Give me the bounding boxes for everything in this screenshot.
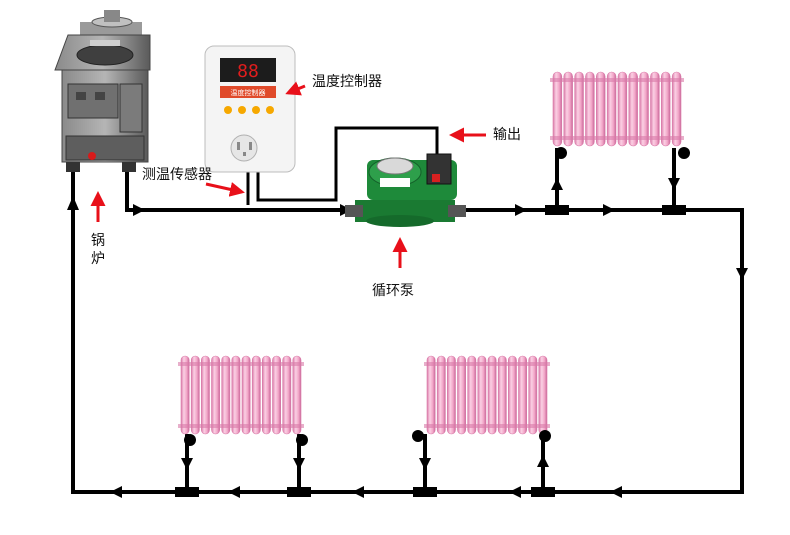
control-wiring: [246, 126, 439, 205]
tee-fitting: [545, 205, 569, 215]
radiator-fin: [497, 355, 507, 435]
radiator-header-top: [550, 78, 684, 82]
radiator-header-top: [178, 362, 304, 366]
label-output: 输出: [493, 127, 521, 143]
controller-output-wire: [256, 126, 439, 202]
callout-arrow-sensor: [205, 182, 245, 197]
label-controller: 温度控制器: [312, 74, 382, 90]
radiator-fin: [190, 355, 200, 435]
radiator-fin: [436, 355, 446, 435]
valve-icon: [678, 147, 690, 159]
radiator-fin: [292, 355, 302, 435]
radiator-fin: [650, 71, 660, 147]
controller-button: [238, 106, 246, 114]
radiator-fin: [487, 355, 497, 435]
radiator-fin: [180, 355, 190, 435]
flow-arrow-left: [610, 486, 622, 498]
temperature-controller-icon: 88 温度控制器: [204, 45, 296, 173]
controller-button: [266, 106, 274, 114]
radiator-fin: [617, 71, 628, 147]
flow-arrow-right: [515, 204, 527, 216]
radiator-header-bottom: [424, 424, 550, 428]
controller-strip-text: 温度控制器: [231, 88, 266, 97]
radiator-fin: [457, 355, 466, 435]
tee-fitting: [662, 205, 686, 215]
radiator-fin: [639, 71, 649, 147]
controller-button: [224, 106, 232, 114]
controller-lcd-reading: 88: [237, 61, 259, 82]
controller-button: [252, 106, 260, 114]
radiator-fin: [272, 355, 281, 435]
radiator-fin: [507, 355, 517, 435]
tee-fitting: [175, 487, 199, 497]
flow-arrows: [67, 178, 748, 498]
circulation-pump-icon: [345, 153, 466, 227]
callout-arrow-controller: [285, 81, 306, 96]
flow-arrow-right: [133, 204, 145, 216]
label-boiler: 锅炉: [91, 233, 105, 267]
radiator-fin: [628, 71, 638, 147]
radiator-fin: [671, 71, 682, 147]
valve-icon: [539, 430, 551, 442]
radiator-fin: [528, 355, 538, 435]
tee-fitting: [531, 487, 555, 497]
flow-arrow-left: [228, 486, 240, 498]
radiator-header-bottom: [178, 424, 304, 428]
controller-socket-icon: [230, 134, 258, 162]
label-sensor: 测温传感器: [142, 167, 212, 183]
radiator-header-top: [424, 362, 550, 366]
tee-fitting: [413, 487, 437, 497]
callout-arrows: [90, 81, 486, 268]
radiator-fin: [574, 71, 584, 147]
tee-fitting: [287, 487, 311, 497]
radiator-valves: [184, 147, 690, 446]
radiator-fin: [231, 355, 241, 435]
radiator-fin: [477, 355, 487, 435]
pipe-fittings: [175, 205, 686, 497]
radiator-fin: [585, 71, 595, 147]
radiator-fin: [518, 355, 527, 435]
flow-arrow-right: [603, 204, 615, 216]
radiator-fin: [282, 355, 292, 435]
radiator-fin: [606, 71, 617, 147]
radiator-fin: [563, 71, 573, 147]
radiator-fin: [660, 71, 671, 147]
valve-icon: [412, 430, 424, 442]
radiator-fin: [221, 355, 231, 435]
radiator-fin: [251, 355, 261, 435]
flow-arrow-up: [551, 178, 563, 190]
flow-arrow-down: [181, 458, 193, 470]
flow-arrow-up: [67, 196, 79, 210]
flow-arrow-left: [110, 486, 122, 498]
radiator-top-right: [550, 71, 684, 147]
flow-arrow-up: [537, 455, 549, 467]
flow-arrow-down: [736, 268, 748, 280]
radiator-fin: [211, 355, 220, 435]
radiator-fin: [426, 355, 436, 435]
radiator-fin: [201, 355, 210, 435]
radiator-fin: [595, 71, 606, 147]
flow-arrow-down: [668, 178, 680, 190]
radiator-fin: [446, 355, 456, 435]
label-pump: 循环泵: [372, 283, 414, 299]
valve-icon: [296, 434, 308, 446]
flow-arrow-left: [352, 486, 364, 498]
radiator-fin: [261, 355, 271, 435]
radiator-header-bottom: [550, 136, 684, 140]
valve-icon: [555, 147, 567, 159]
flow-arrow-down: [293, 458, 305, 470]
radiator-bottom-middle: [424, 355, 550, 435]
valve-icon: [184, 434, 196, 446]
radiator-fin: [538, 355, 548, 435]
radiator-fin: [467, 355, 477, 435]
radiator-fin: [552, 71, 563, 147]
flow-arrow-left: [509, 486, 521, 498]
flow-arrow-down: [419, 458, 431, 470]
radiator-bottom-left: [178, 355, 304, 435]
boiler-icon: [54, 10, 151, 172]
radiator-fin: [241, 355, 251, 435]
